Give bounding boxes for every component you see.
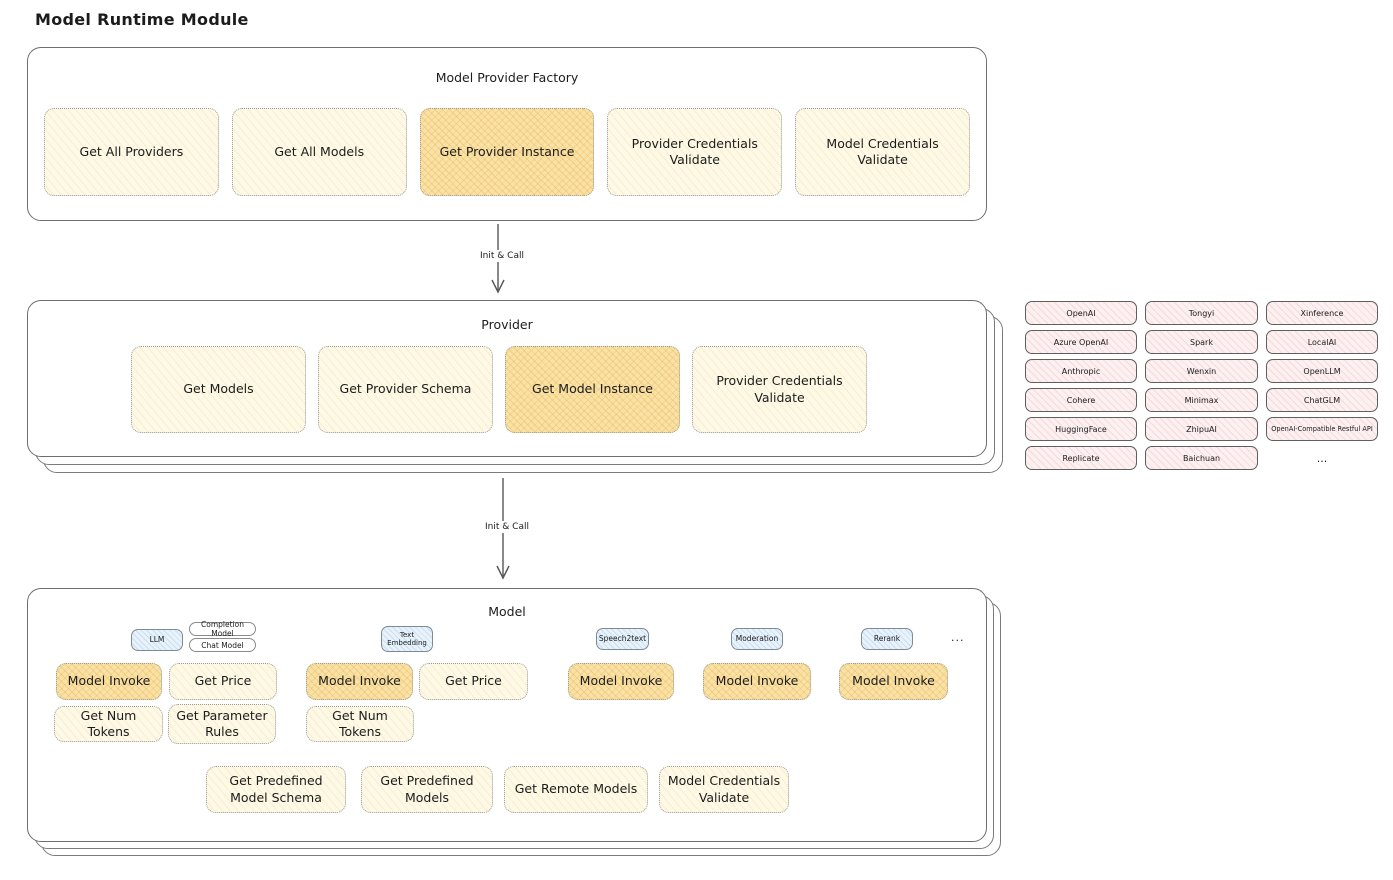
provider-chip-openai-compatible: OpenAI-Compatible Restful API	[1266, 417, 1378, 441]
node-get-models: Get Models	[131, 346, 306, 433]
factory-box: Model Provider Factory Get All Providers…	[27, 47, 987, 221]
node-get-predefined-models: Get Predefined Models	[361, 766, 493, 813]
provider-chip-zhipuai: ZhipuAI	[1145, 417, 1258, 441]
provider-chip-cohere: Cohere	[1025, 388, 1137, 412]
provider-chip-baichuan: Baichuan	[1145, 446, 1258, 470]
model-box: Model LLM Completion Model Chat Model Te…	[27, 588, 987, 842]
node-get-all-models: Get All Models	[231, 108, 407, 196]
tag-llm: LLM	[131, 629, 183, 651]
provider-chip-wenxin: Wenxin	[1145, 359, 1258, 383]
factory-title: Model Provider Factory	[435, 70, 579, 85]
arrow-label-init-call-2: Init & Call	[467, 521, 547, 533]
node-get-predefined-model-schema: Get Predefined Model Schema	[206, 766, 346, 813]
provider-chip-replicate: Replicate	[1025, 446, 1137, 470]
provider-title: Provider	[481, 317, 533, 332]
node-model-invoke-moderation: Model Invoke	[703, 663, 811, 700]
node-get-remote-models: Get Remote Models	[504, 766, 648, 813]
node-get-provider-schema: Get Provider Schema	[318, 346, 493, 433]
node-get-all-providers: Get All Providers	[44, 108, 219, 196]
provider-box: Provider Get Models Get Provider Schema …	[27, 300, 987, 457]
node-get-parameter-rules: Get Parameter Rules	[168, 704, 276, 744]
node-model-invoke-llm: Model Invoke	[56, 663, 162, 700]
diagram-title: Model Runtime Module	[35, 10, 249, 29]
tag-text-embedding: Text Embedding	[381, 626, 433, 652]
provider-chip-openllm: OpenLLM	[1266, 359, 1378, 383]
provider-chip-huggingface: HuggingFace	[1025, 417, 1137, 441]
node-get-num-tokens-llm: Get Num Tokens	[54, 706, 163, 742]
node-get-price-llm: Get Price	[169, 663, 277, 700]
provider-grid-ellipsis: ...	[1316, 451, 1328, 465]
node-model-credentials-validate: Model Credentials Validate	[795, 108, 970, 196]
node-get-num-tokens-embedding: Get Num Tokens	[306, 706, 414, 742]
providers-grid: OpenAI Tongyi Xinference Azure OpenAI Sp…	[1025, 301, 1378, 470]
provider-chip-anthropic: Anthropic	[1025, 359, 1137, 383]
provider-chip-minimax: Minimax	[1145, 388, 1258, 412]
provider-methods-row: Get Models Get Provider Schema Get Model…	[131, 346, 867, 433]
factory-methods-row: Get All Providers Get All Models Get Pro…	[44, 108, 970, 196]
tag-chat-model: Chat Model	[189, 638, 256, 652]
model-title: Model	[488, 604, 526, 619]
node-model-invoke-embedding: Model Invoke	[306, 663, 413, 700]
model-tags-ellipsis: ...	[951, 631, 965, 644]
provider-chip-tongyi: Tongyi	[1145, 301, 1258, 325]
provider-chip-openai: OpenAI	[1025, 301, 1137, 325]
node-provider-credentials-validate: Provider Credentials Validate	[607, 108, 783, 196]
provider-chip-azure-openai: Azure OpenAI	[1025, 330, 1137, 354]
tag-speech2text: Speech2text	[596, 628, 649, 650]
provider-chip-chatglm: ChatGLM	[1266, 388, 1378, 412]
arrow-label-init-call-1: Init & Call	[462, 250, 542, 262]
node-get-price-embedding: Get Price	[419, 663, 528, 700]
node-model-credentials-validate-2: Model Credentials Validate	[659, 766, 789, 813]
provider-chip-localai: LocalAI	[1266, 330, 1378, 354]
provider-chip-spark: Spark	[1145, 330, 1258, 354]
provider-chip-xinference: Xinference	[1266, 301, 1378, 325]
node-model-invoke-rerank: Model Invoke	[839, 663, 948, 700]
node-model-invoke-speech2text: Model Invoke	[568, 663, 674, 700]
tag-moderation: Moderation	[731, 628, 783, 650]
tag-completion-model: Completion Model	[189, 620, 256, 638]
node-get-model-instance: Get Model Instance	[505, 346, 680, 433]
node-provider-credentials-validate-2: Provider Credentials Validate	[692, 346, 867, 433]
node-get-provider-instance: Get Provider Instance	[419, 108, 595, 196]
tag-rerank: Rerank	[861, 628, 913, 650]
